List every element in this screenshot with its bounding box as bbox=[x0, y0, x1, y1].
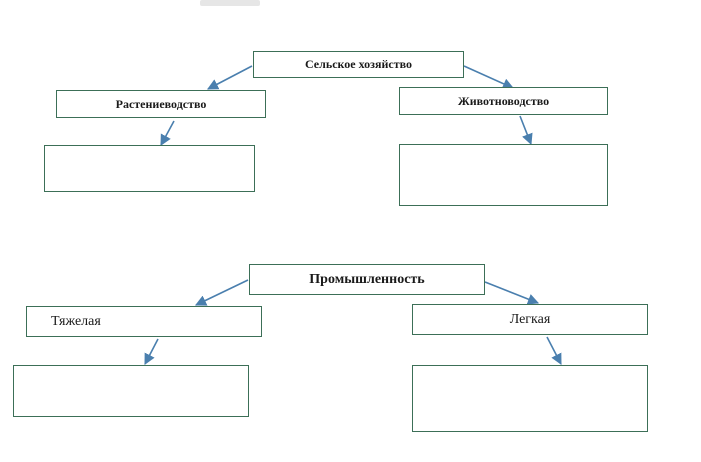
node-light-industry-label: Легкая bbox=[509, 311, 551, 327]
arrow-agriculture-to-crop bbox=[207, 65, 253, 90]
arrow-light-to-box bbox=[546, 336, 562, 365]
node-heavy-industry-label: Тяжелая bbox=[51, 313, 101, 329]
node-light-industry: Легкая bbox=[412, 304, 648, 335]
node-crop-production: Растениеводство bbox=[56, 90, 266, 118]
empty-box-light bbox=[412, 365, 648, 432]
node-heavy-industry: Тяжелая bbox=[26, 306, 262, 337]
arrow-industry-to-light bbox=[484, 281, 540, 305]
node-crop-production-label: Растениеводство bbox=[115, 96, 207, 111]
empty-box-crop bbox=[44, 145, 255, 192]
empty-box-heavy bbox=[13, 365, 249, 417]
node-industry-root: Промышленность bbox=[249, 264, 485, 295]
top-smudge bbox=[200, 0, 260, 6]
arrow-livestock-to-box bbox=[519, 115, 533, 146]
node-agriculture-root: Сельское хозяйство bbox=[253, 51, 464, 78]
node-livestock-label: Животноводство bbox=[457, 93, 550, 108]
node-livestock: Животноводство bbox=[399, 87, 608, 115]
arrow-heavy-to-box bbox=[144, 338, 159, 365]
arrow-agriculture-to-livestock bbox=[463, 65, 515, 89]
arrow-crop-to-box bbox=[160, 120, 175, 146]
arrow-industry-to-heavy bbox=[194, 279, 249, 306]
node-agriculture-root-label: Сельское хозяйство bbox=[304, 57, 412, 71]
node-industry-root-label: Промышленность bbox=[309, 271, 425, 287]
empty-box-livestock bbox=[399, 144, 608, 206]
